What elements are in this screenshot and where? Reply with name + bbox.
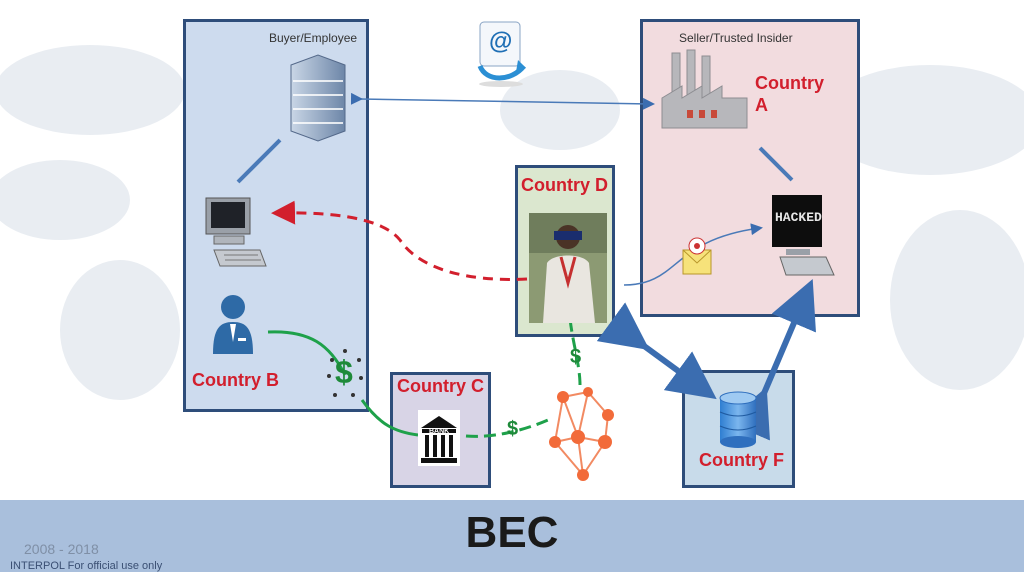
email-icon-graphic xyxy=(477,21,526,87)
server-icon xyxy=(290,54,346,142)
buyer-seller-link xyxy=(350,92,655,110)
footer-note: INTERPOL For official use only xyxy=(10,560,163,572)
person-icon xyxy=(213,295,253,354)
dollar-icon-large: $ xyxy=(327,348,363,400)
footer-years: 2008 - 2018 xyxy=(24,541,99,557)
country-c-label: Country C xyxy=(397,376,484,396)
country-b-label: Country B xyxy=(192,370,279,390)
bank-text: BANK xyxy=(429,428,450,435)
seller-label: Seller/Trusted Insider xyxy=(679,31,793,45)
money-flow-4 xyxy=(568,317,582,386)
world-map-background xyxy=(0,45,1024,400)
country-d-label: Country D xyxy=(521,175,608,195)
hacked-text: HACKED xyxy=(775,210,822,225)
hacked-computer-icon: HACKED xyxy=(770,195,836,280)
email-icon: @ xyxy=(476,16,526,88)
money-flow-1 xyxy=(267,330,347,376)
connectors xyxy=(236,92,816,441)
fraud-path xyxy=(271,200,528,281)
money-flow-3 xyxy=(465,418,549,438)
mail-virus-icon xyxy=(682,237,712,275)
money-flow-2 xyxy=(360,399,419,437)
country-f-label: Country F xyxy=(699,450,784,470)
country-a-label: Country A xyxy=(755,72,824,116)
suspect-photo xyxy=(529,213,607,323)
buyer-label: Buyer/Employee xyxy=(269,31,358,45)
computer-icon xyxy=(205,197,267,267)
factory-icon xyxy=(661,49,748,129)
dollar-sign-large: $ xyxy=(335,354,353,390)
suspect-hacked-link xyxy=(623,223,763,286)
email-at-symbol: @ xyxy=(489,28,513,55)
database-icon xyxy=(719,391,757,448)
network-icon xyxy=(549,387,614,481)
hacked-computer-graphic xyxy=(772,195,835,276)
d-f-arrow xyxy=(596,302,717,400)
f-hacked-arrow xyxy=(725,278,816,441)
server-computer-link xyxy=(236,138,282,184)
dollar-icon-small-2: $ xyxy=(567,346,587,374)
country-a-line1: Country xyxy=(755,73,824,93)
country-a-line2: A xyxy=(755,95,768,115)
dollar-sign-small-2: $ xyxy=(570,346,582,368)
dollar-icon-small-1: $ xyxy=(504,418,524,446)
slide-title: BEC xyxy=(465,508,559,557)
footer-band xyxy=(0,500,1024,572)
bank-icon: BANK xyxy=(418,410,460,466)
factory-hacked-link xyxy=(758,146,794,182)
dollar-badge-large xyxy=(327,349,363,397)
dollar-sign-small-1: $ xyxy=(507,418,519,440)
bank-graphic xyxy=(418,410,460,466)
